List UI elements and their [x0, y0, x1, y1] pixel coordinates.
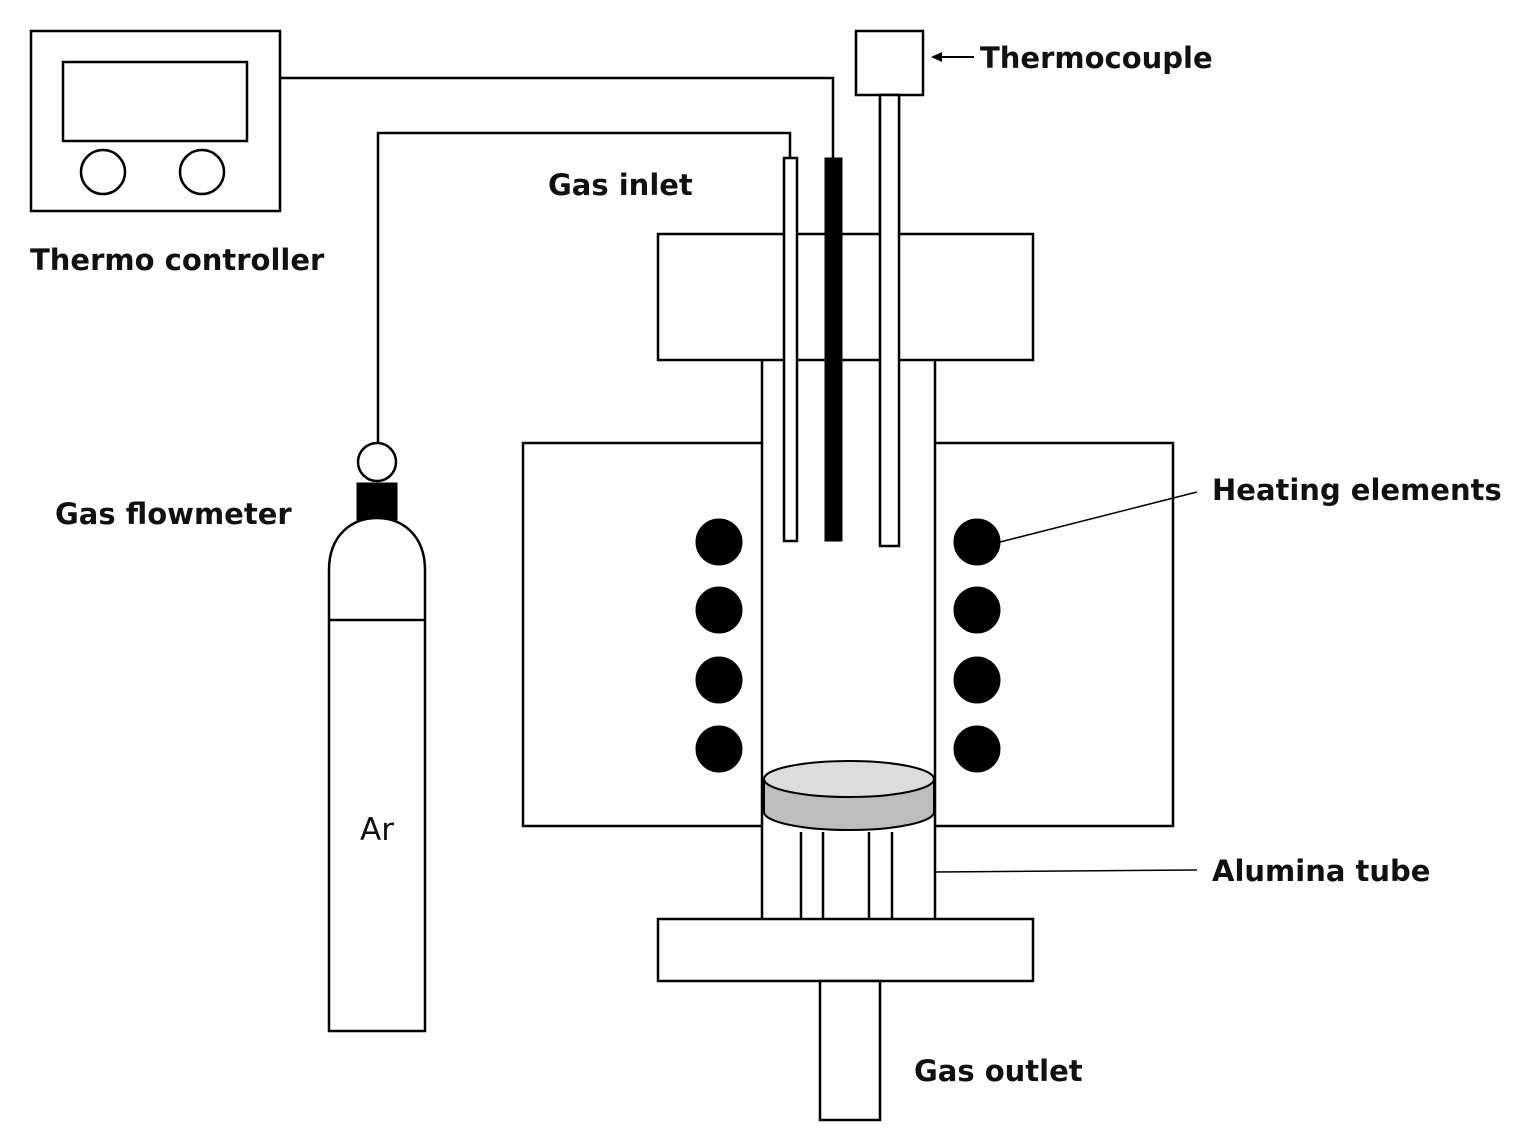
- gas-inlet-label: Gas inlet: [548, 168, 693, 202]
- top-flange: [656, 232, 1035, 362]
- gas-line: [376, 131, 792, 445]
- bottom-flange: [656, 917, 1035, 983]
- alumina-tube-leader: [934, 869, 1198, 873]
- controller-knob-left: [79, 148, 127, 196]
- heating-elements: [695, 518, 1001, 773]
- gas-flowmeter-label: Gas flowmeter: [55, 497, 292, 531]
- heating-element: [695, 586, 743, 634]
- thermocouple-head: [854, 29, 925, 97]
- heating-elements-label: Heating elements: [1212, 473, 1502, 507]
- heating-elements-leader: [999, 491, 1198, 543]
- thermo-controller: [29, 29, 282, 213]
- heating-element: [695, 725, 743, 773]
- gas-inlet-tube: [782, 156, 799, 543]
- gas-outlet-label: Gas outlet: [914, 1054, 1083, 1088]
- thermocouple-rod-front: [878, 93, 901, 548]
- thermocouple-label: Thermocouple: [980, 41, 1213, 75]
- controller-wire: [280, 76, 835, 158]
- heating-element: [695, 656, 743, 704]
- crucible: [763, 760, 935, 831]
- crucible-support-rods: [799, 832, 894, 919]
- controller-display: [61, 60, 249, 143]
- sensor-rod: [824, 157, 843, 542]
- cylinder-gas-label: Ar: [360, 812, 394, 848]
- heating-element: [953, 518, 1001, 566]
- gas-outlet-pipe: [818, 979, 882, 1122]
- thermo-controller-label: Thermo controller: [30, 243, 325, 277]
- left-arrow-icon: [931, 52, 974, 62]
- alumina-tube-label: Alumina tube: [1212, 854, 1430, 888]
- heating-element: [953, 586, 1001, 634]
- flowmeter-gauge: [356, 441, 398, 483]
- heating-element: [953, 656, 1001, 704]
- heating-element: [695, 518, 743, 566]
- cylinder-body: [327, 516, 427, 1033]
- gas-cylinder: [327, 441, 427, 1033]
- heating-element: [953, 725, 1001, 773]
- controller-knob-right: [178, 148, 226, 196]
- cylinder-valve: [356, 482, 398, 521]
